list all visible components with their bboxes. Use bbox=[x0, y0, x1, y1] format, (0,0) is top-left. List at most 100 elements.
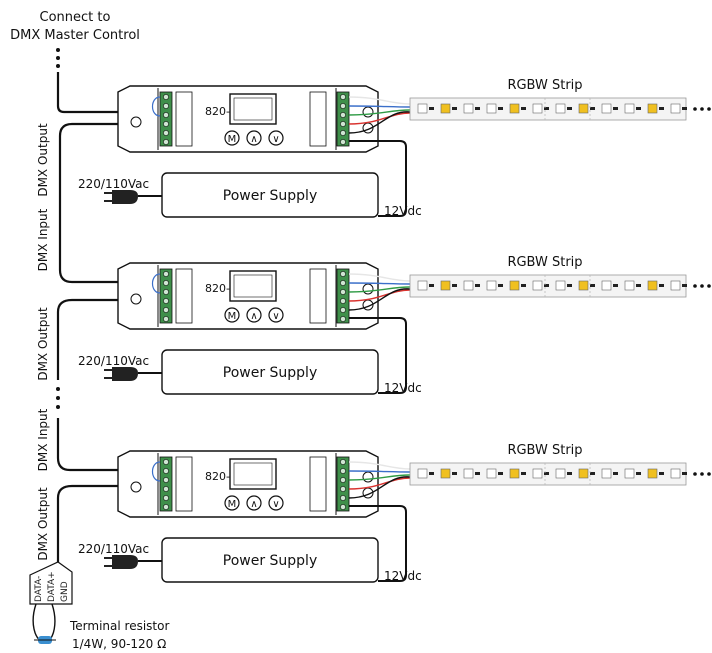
terminal-screw bbox=[340, 477, 346, 483]
led-chip bbox=[532, 280, 543, 291]
dc-output-label: 12Vdc bbox=[384, 204, 422, 218]
led-chip bbox=[417, 280, 428, 291]
up-button-label: ∧ bbox=[250, 499, 257, 510]
terminal-screw bbox=[340, 280, 346, 286]
led-resistor bbox=[567, 472, 572, 475]
input-terminal-legend bbox=[175, 268, 193, 324]
down-button bbox=[268, 495, 284, 511]
down-button bbox=[268, 130, 284, 146]
dc-cable bbox=[349, 317, 407, 394]
mounting-hole-right bbox=[362, 471, 374, 483]
led-resistor bbox=[521, 284, 526, 287]
input-terminal-block bbox=[159, 456, 173, 512]
led-chip bbox=[647, 103, 658, 114]
led-resistor bbox=[544, 284, 549, 287]
output-wire bbox=[348, 112, 411, 125]
terminal-screw bbox=[340, 112, 346, 118]
terminal-screw bbox=[163, 280, 169, 286]
terminal-screw bbox=[163, 459, 169, 465]
terminal-pin-gnd: GND bbox=[60, 581, 70, 602]
header-line2: DMX Master Control bbox=[10, 28, 140, 43]
terminal-screw bbox=[340, 468, 346, 474]
ac-input-label: 220/110Vac bbox=[78, 354, 149, 368]
plug-icon bbox=[112, 367, 138, 381]
terminal-screw bbox=[163, 112, 169, 118]
led-chip bbox=[578, 280, 589, 291]
output-wire bbox=[348, 105, 411, 108]
led-chip bbox=[601, 103, 612, 114]
mounting-hole-right bbox=[362, 106, 374, 118]
led-chip bbox=[532, 103, 543, 114]
led-resistor bbox=[659, 284, 664, 287]
terminal-screw bbox=[163, 307, 169, 313]
led-resistor bbox=[590, 472, 595, 475]
input-terminal-block bbox=[159, 91, 173, 147]
output-wire-common bbox=[348, 288, 411, 311]
output-wire bbox=[348, 477, 411, 490]
side-label-dmx-output-2: DMX Output bbox=[36, 307, 50, 381]
input-terminal-legend bbox=[175, 456, 193, 512]
input-terminal-legend bbox=[175, 91, 193, 147]
mode-button bbox=[224, 130, 240, 146]
output-wire-common bbox=[348, 476, 411, 499]
strip-label: RGBW Strip bbox=[507, 443, 582, 458]
input-jumper-wire bbox=[151, 96, 161, 117]
led-resistor bbox=[636, 107, 641, 110]
strip-label: RGBW Strip bbox=[507, 255, 582, 270]
terminal-screw bbox=[163, 486, 169, 492]
led-chip bbox=[647, 280, 658, 291]
display-screen bbox=[229, 270, 277, 302]
terminal-screw bbox=[340, 139, 346, 145]
led-resistor bbox=[682, 284, 687, 287]
led-chip bbox=[624, 103, 635, 114]
side-label-dmx-output-1: DMX Output bbox=[36, 123, 50, 197]
terminal-screw bbox=[163, 121, 169, 127]
terminal-screw bbox=[340, 271, 346, 277]
led-chip bbox=[670, 468, 681, 479]
terminal-title: Terminal resistor bbox=[69, 619, 169, 633]
terminal-screw bbox=[163, 495, 169, 501]
terminal-resistor: DATA- DATA+ GND Terminal resistor 1/4W, … bbox=[29, 561, 169, 651]
input-terminal-block bbox=[159, 268, 173, 324]
output-wire-common bbox=[348, 111, 411, 134]
led-chip bbox=[486, 468, 497, 479]
led-chip bbox=[486, 103, 497, 114]
terminal-screw bbox=[340, 504, 346, 510]
input-jumper-wire bbox=[151, 461, 161, 482]
led-resistor bbox=[429, 284, 434, 287]
mounting-hole-left bbox=[130, 116, 142, 128]
output-wire bbox=[348, 461, 411, 470]
terminal-screw bbox=[163, 130, 169, 136]
led-chip bbox=[555, 280, 566, 291]
led-resistor bbox=[636, 284, 641, 287]
terminal-screw bbox=[340, 307, 346, 313]
led-chip bbox=[486, 280, 497, 291]
led-resistor bbox=[682, 107, 687, 110]
bus-gap-ellipsis bbox=[56, 387, 60, 409]
up-button-label: ∧ bbox=[250, 311, 257, 322]
led-resistor bbox=[659, 472, 664, 475]
terminal-screw bbox=[340, 121, 346, 127]
led-resistor bbox=[452, 107, 457, 110]
led-resistor bbox=[567, 284, 572, 287]
led-chip bbox=[555, 468, 566, 479]
led-resistor bbox=[475, 472, 480, 475]
output-terminal-legend bbox=[309, 91, 327, 147]
mounting-hole-left bbox=[130, 481, 142, 493]
led-resistor bbox=[498, 472, 503, 475]
dmx-bus-wiring bbox=[56, 72, 160, 562]
terminal-screw bbox=[163, 504, 169, 510]
power-supply-label: Power Supply bbox=[223, 553, 318, 569]
led-resistor bbox=[475, 284, 480, 287]
led-chip bbox=[509, 468, 520, 479]
led-chip bbox=[440, 103, 451, 114]
up-button bbox=[246, 495, 262, 511]
led-resistor bbox=[659, 107, 664, 110]
terminal-screw bbox=[340, 94, 346, 100]
led-chip bbox=[440, 280, 451, 291]
terminal-screw bbox=[340, 130, 346, 136]
terminal-screw bbox=[340, 495, 346, 501]
